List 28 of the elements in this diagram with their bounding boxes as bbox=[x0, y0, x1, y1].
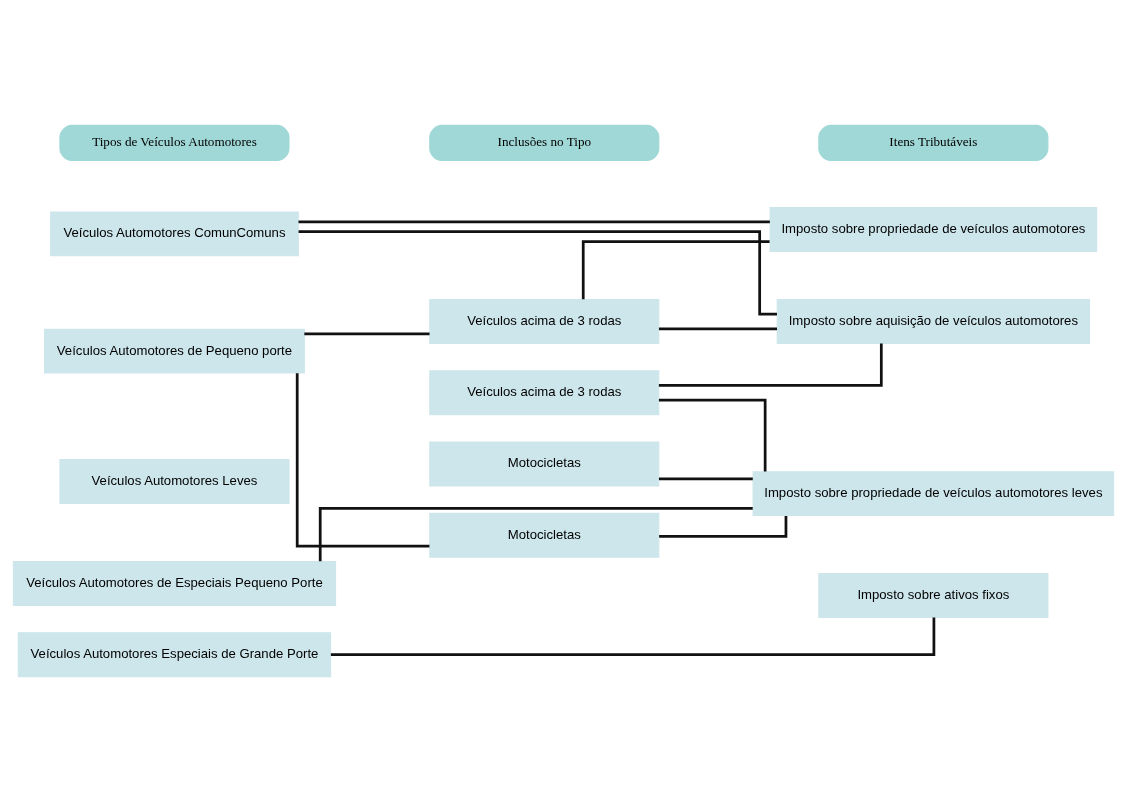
node-box: Imposto sobre aquisição de veículos automotores bbox=[776, 298, 1091, 344]
connector bbox=[581, 239, 770, 299]
node-box: Motocicletas bbox=[429, 512, 660, 558]
node-box: Imposto sobre propriedade de veículos automotores bbox=[769, 206, 1098, 252]
node-box: Itens Tributáveis bbox=[818, 124, 1049, 161]
node-box: Imposto sobre propriedade de veículos automotores leves bbox=[752, 470, 1115, 516]
connector bbox=[298, 229, 777, 316]
node-box: Veículos Automotores Especiais de Grande Porte bbox=[17, 631, 332, 677]
connector bbox=[658, 327, 778, 330]
node-box: Veículos acima de 3 rodas bbox=[429, 298, 660, 344]
node-box: Veículos Automotores Leves bbox=[59, 458, 290, 504]
connector bbox=[304, 332, 430, 335]
node-box: Veículos Automotores de Especiais Pequeno Porte bbox=[12, 560, 337, 606]
node-box: Veículos Automotores de Pequeno porte bbox=[44, 328, 305, 374]
connector bbox=[298, 219, 770, 223]
connector bbox=[658, 343, 883, 387]
connector bbox=[659, 515, 788, 538]
node-box: Inclusões no Tipo bbox=[429, 124, 660, 161]
node-box: Tipos de Veículos Automotores bbox=[59, 124, 290, 161]
node-box: Veículos acima de 3 rodas bbox=[429, 369, 660, 415]
connector bbox=[330, 617, 936, 656]
connector bbox=[658, 398, 767, 471]
connector bbox=[658, 476, 753, 480]
connector bbox=[318, 506, 753, 561]
connector bbox=[295, 372, 430, 548]
node-box: Imposto sobre ativos fixos bbox=[818, 572, 1049, 618]
node-box: Veículos Automotores ComunComuns bbox=[50, 210, 299, 256]
node-box: Motocicletas bbox=[429, 441, 660, 486]
